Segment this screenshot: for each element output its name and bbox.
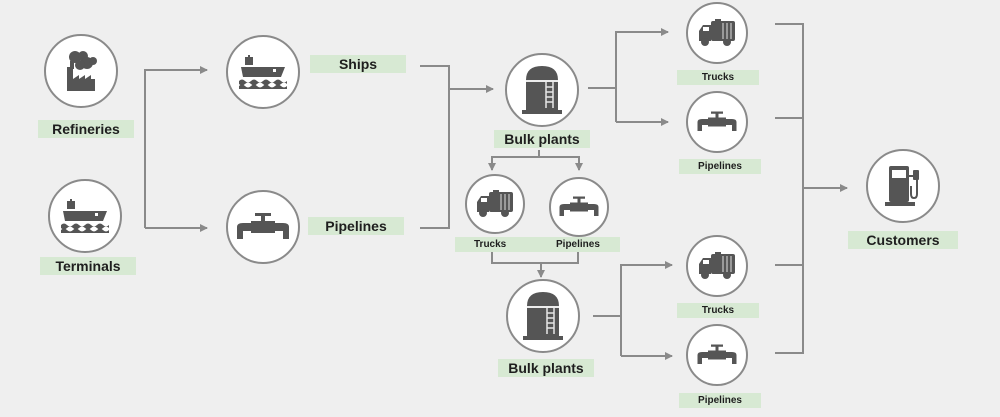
pipeline-valve-icon [697, 111, 737, 131]
customers-label: Customers [848, 231, 958, 249]
pipeline-valve-icon [697, 344, 737, 364]
connector-to-pipelines-mid [539, 156, 583, 171]
bulk-plants-2-circle [506, 279, 580, 353]
pipelines-bottom-circle [686, 324, 748, 386]
connector-to-trucks-bottom [620, 261, 673, 356]
pipelines-bottom-label: Pipelines [679, 393, 761, 408]
mid-transport-label-band [455, 237, 620, 252]
pipelines-mid-label: Pipelines [556, 239, 600, 250]
storage-tank-icon [522, 66, 562, 114]
tanker-truck-icon [699, 252, 735, 279]
tanker-truck-icon [477, 190, 513, 217]
factory-icon [67, 51, 97, 91]
pipelines-top-label: Pipelines [679, 159, 761, 174]
pipelines-top-circle [686, 91, 748, 153]
ships-circle [226, 35, 300, 109]
trucks-top-label: Trucks [677, 70, 759, 85]
trucks-mid-label: Trucks [474, 239, 507, 250]
trucks-bottom-circle [686, 235, 748, 297]
tanker-truck-icon [699, 19, 735, 46]
bulk-plants-2-label: Bulk plants [498, 359, 594, 377]
trucks-bottom-label: Trucks [677, 303, 759, 318]
connector-mid-merge [491, 252, 579, 264]
pipelines-primary-circle [226, 190, 300, 264]
terminals-label: Terminals [40, 257, 136, 275]
connector-ships-merge [420, 65, 450, 229]
ships-label: Ships [310, 55, 406, 73]
pipelines-primary-label: Pipelines [308, 217, 404, 235]
pipelines-mid-circle [549, 177, 609, 237]
fuel-pump-icon [885, 166, 919, 206]
ship-icon [61, 199, 109, 233]
pipeline-valve-icon [237, 213, 289, 239]
refineries-circle [44, 34, 118, 108]
ship-icon [239, 55, 287, 89]
trucks-mid-circle [465, 174, 525, 234]
connector-to-ships [144, 66, 208, 228]
connector-customers-merge [775, 23, 804, 354]
terminals-circle [48, 179, 122, 253]
trucks-top-circle [686, 2, 748, 64]
customers-circle [866, 149, 940, 223]
refineries-label: Refineries [38, 120, 134, 138]
pipeline-valve-icon [559, 196, 599, 216]
bulk-plants-1-label: Bulk plants [494, 130, 590, 148]
connector-to-trucks-mid [488, 156, 539, 171]
connector-to-trucks-top [615, 28, 669, 122]
storage-tank-icon [523, 292, 563, 340]
bulk-plants-1-circle [505, 53, 579, 127]
